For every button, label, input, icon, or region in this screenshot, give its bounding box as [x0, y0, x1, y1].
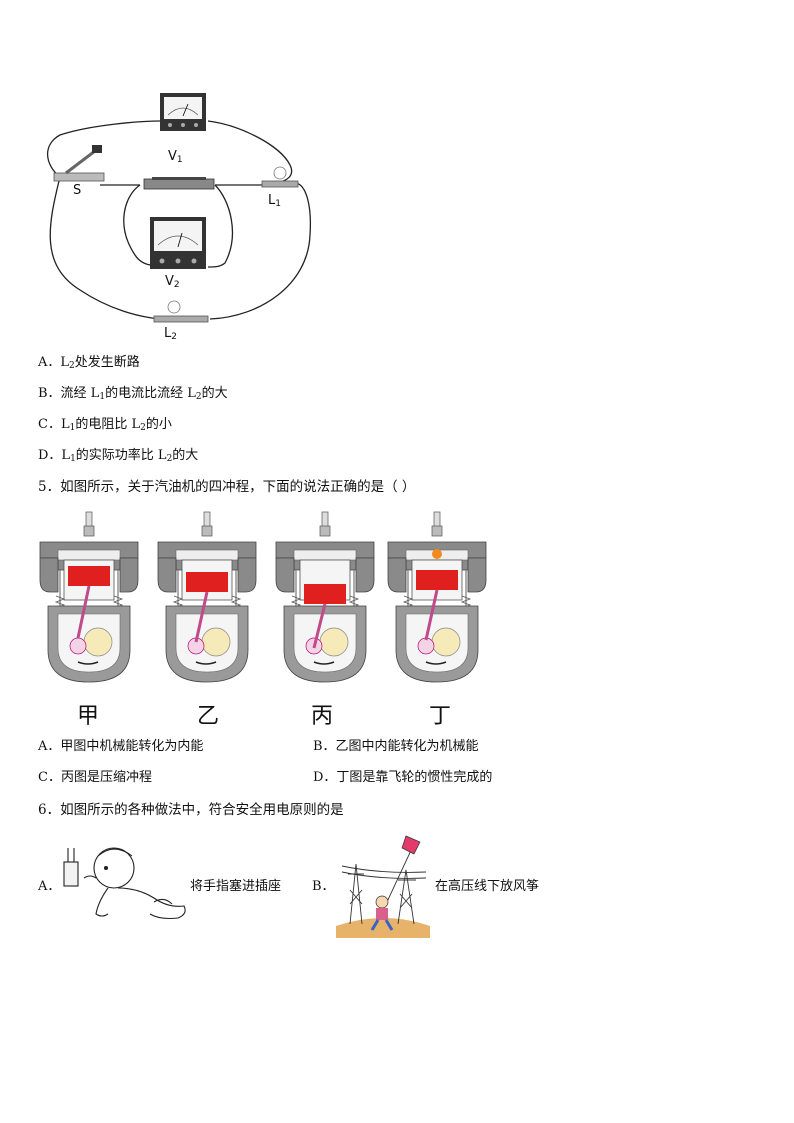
q5-option-b: B．乙图中内能转化为机械能	[313, 739, 479, 754]
q6-option-a-text: 将手指塞进插座	[190, 879, 282, 894]
engine-strokes-figure	[39, 511, 487, 683]
baby-socket-image	[63, 847, 186, 920]
kite-powerline-image	[336, 835, 430, 938]
label-l2: L2	[164, 326, 177, 342]
label-l1: L1	[268, 193, 281, 209]
q4-option-d: D．L1的实际功率比 L2的大	[38, 448, 199, 464]
q6-option-b-text: 在高压线下放风筝	[435, 879, 540, 894]
label-s: S	[73, 183, 82, 198]
label-v2: V2	[165, 274, 180, 290]
voltmeter-v2	[150, 217, 206, 269]
q6-question: 6．如图所示的各种做法中，符合安全用电原则的是	[38, 802, 344, 818]
q4-option-b: B．流经 L1的电流比流经 L2的大	[38, 386, 228, 402]
q6-option-a-letter: A．	[38, 879, 61, 894]
switch-s	[53, 145, 105, 182]
engine-label-bing: 丙	[310, 704, 333, 729]
label-v1: V1	[168, 149, 183, 165]
q5-question: 5．如图所示，关于汽油机的四冲程，下面的说法正确的是（ ）	[38, 479, 416, 495]
engine-label-jia: 甲	[76, 704, 99, 729]
q6-option-b-letter: B．	[312, 879, 335, 894]
rheostat	[143, 177, 215, 190]
engine-label-ding: 丁	[428, 704, 451, 729]
voltmeter-v1	[160, 93, 206, 131]
q5-option-d: D．丁图是靠飞轮的惯性完成的	[313, 770, 493, 785]
q4-option-a: A．L2处发生断路	[38, 355, 140, 371]
q5-option-c: C．丙图是压缩冲程	[38, 770, 152, 785]
bulb-l1	[261, 166, 299, 188]
q4-option-c: C．L1的电阻比 L2的小	[38, 417, 172, 433]
circuit-diagram	[46, 93, 312, 323]
engine-label-yi: 乙	[196, 704, 219, 729]
bulb-l2	[153, 300, 209, 323]
q5-option-a: A．甲图中机械能转化为内能	[38, 739, 204, 754]
